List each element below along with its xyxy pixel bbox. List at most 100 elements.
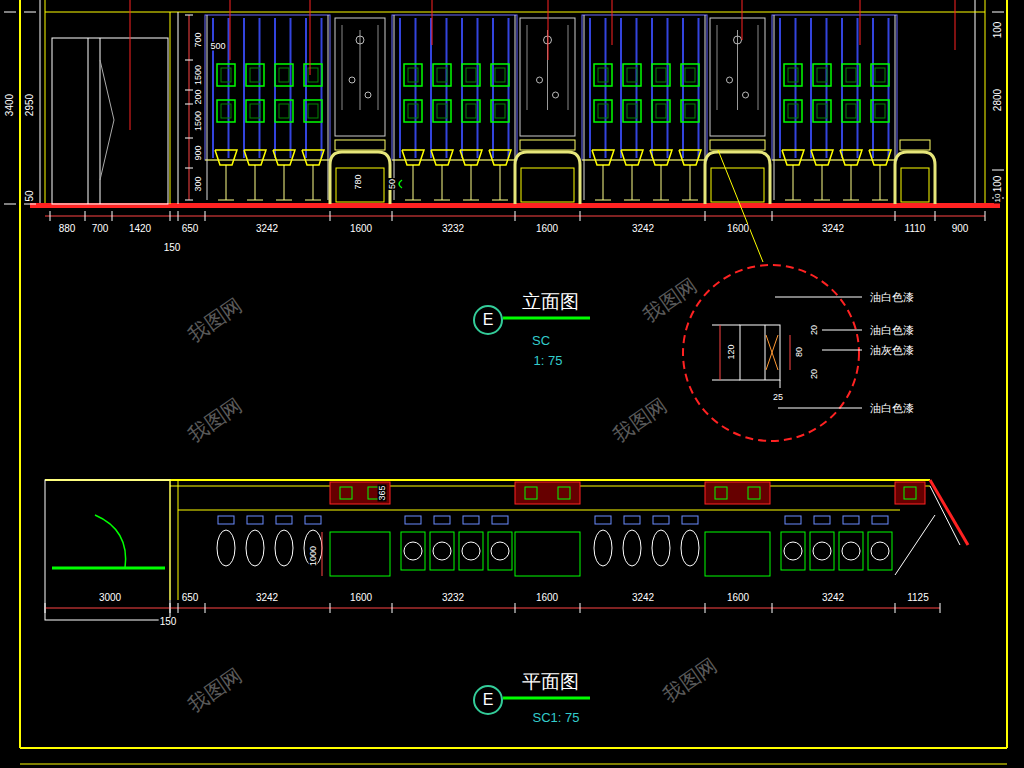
fixture: [814, 516, 830, 524]
pipe: [843, 200, 859, 201]
shower: [553, 92, 559, 98]
dimension: 20: [810, 368, 819, 380]
scale-text: SC: [531, 334, 551, 347]
urinal: [489, 150, 511, 165]
basin: [462, 542, 480, 560]
urinal: [460, 150, 482, 165]
shower: [734, 36, 742, 44]
panel-strip: [810, 18, 812, 158]
dimension: 700: [91, 224, 110, 234]
pipe: [822, 165, 823, 200]
panel: [205, 15, 330, 160]
dimension-tick: [50, 211, 51, 221]
urinal: [652, 530, 670, 566]
dimension-tick: [772, 211, 773, 221]
door-line: [100, 60, 114, 180]
pipe: [851, 165, 852, 200]
panel-edge: [394, 15, 395, 200]
basin: [404, 542, 422, 560]
panel-strip: [872, 18, 874, 158]
pipe: [442, 165, 443, 200]
dimension: 3242: [821, 593, 845, 603]
fixture: [218, 516, 234, 524]
dimension-line: [322, 532, 323, 576]
dimension-tick: [185, 200, 193, 201]
dimension-tick: [895, 603, 896, 613]
tile: [404, 64, 422, 86]
dimension-line: [45, 608, 940, 609]
rail: [392, 160, 517, 161]
dimension: 1600: [726, 593, 750, 603]
panel-strip: [826, 18, 828, 158]
pipe: [434, 200, 450, 201]
view-symbol: E: [473, 305, 503, 335]
dimension-tick: [940, 603, 941, 613]
urinal: [302, 150, 324, 165]
dimension: 500: [209, 42, 226, 51]
shower: [727, 77, 733, 83]
tile: [623, 64, 641, 86]
tile: [275, 100, 293, 122]
basin: [459, 532, 483, 570]
dimension-tick: [170, 211, 171, 221]
urinal: [592, 150, 614, 165]
dimension: 3000: [98, 593, 122, 603]
panel-strip: [446, 18, 448, 158]
tile: [627, 104, 637, 118]
pipe: [255, 165, 256, 200]
dimension: 3242: [821, 224, 845, 234]
panel: [582, 15, 707, 160]
basin: [520, 140, 575, 150]
wall-line: [45, 0, 46, 204]
urinal: [621, 150, 643, 165]
tile: [598, 104, 608, 118]
tile: [304, 64, 322, 86]
fixture: [872, 516, 888, 524]
frame-line: [20, 764, 1007, 765]
dimension: 900: [951, 224, 970, 234]
title-underline: [503, 317, 590, 320]
pipe-chase: [895, 482, 925, 504]
cubicle: [330, 532, 390, 576]
dimension-tick: [515, 603, 516, 613]
rail: [582, 160, 707, 161]
leader-line: [775, 297, 862, 298]
tile: [491, 100, 509, 122]
shower: [743, 92, 749, 98]
panel: [772, 15, 897, 160]
dimension-tick: [85, 211, 86, 221]
dimension-line: [790, 335, 791, 370]
pipe: [872, 200, 888, 201]
sink-counter: [895, 152, 935, 204]
urinal: [594, 530, 612, 566]
dimension: 900: [194, 144, 203, 161]
dimension: 1600: [349, 224, 373, 234]
dimension: 650: [181, 593, 200, 603]
urinal: [244, 150, 266, 165]
urinal: [275, 530, 293, 566]
leader-line: [860, 0, 861, 45]
dimension-tick: [45, 603, 46, 613]
wall-line: [178, 480, 179, 600]
panel-strip: [259, 18, 261, 158]
tile: [656, 104, 666, 118]
tile: [433, 64, 451, 86]
urinal: [811, 150, 833, 165]
panel-strip: [667, 18, 669, 158]
tile: [246, 100, 264, 122]
detail-leader: [718, 150, 763, 262]
panel-strip: [492, 18, 494, 158]
tile: [871, 64, 889, 86]
rail: [205, 160, 330, 161]
dimension-tick: [205, 603, 206, 613]
tile: [875, 104, 885, 118]
dimension: 1600: [535, 224, 559, 234]
fixture: [525, 487, 537, 499]
dimension: 80: [795, 346, 804, 358]
tile: [495, 68, 505, 82]
pipe: [471, 165, 472, 200]
tile: [813, 100, 831, 122]
dimension-tick: [185, 104, 193, 105]
panel-strip: [290, 18, 292, 158]
panel: [392, 15, 517, 160]
